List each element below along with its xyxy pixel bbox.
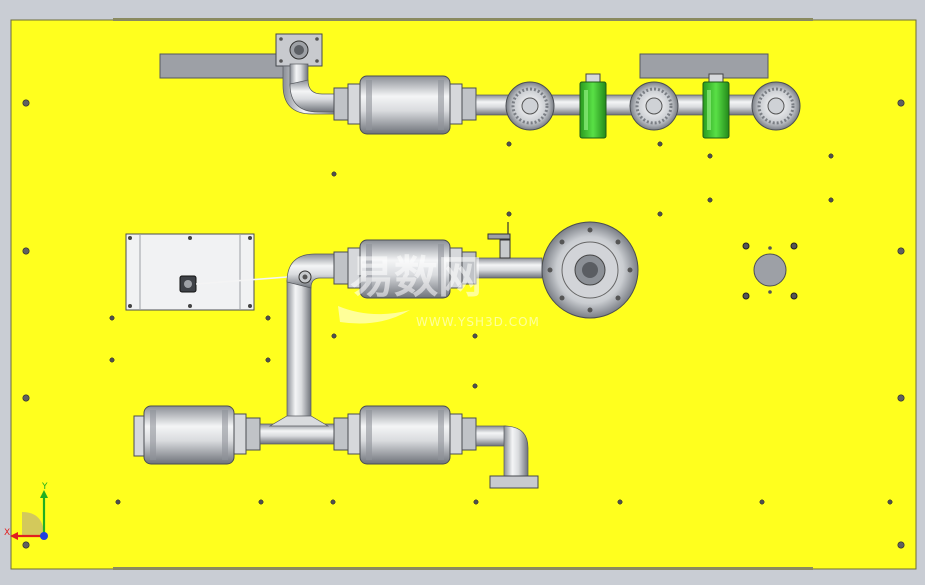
top-pipe-assembly[interactable] bbox=[275, 33, 801, 139]
tee-fitting bbox=[268, 415, 330, 427]
screw-holes bbox=[109, 141, 893, 505]
watermark-url: WWW.YSH3D.COM bbox=[416, 315, 540, 329]
electrical-junction-box[interactable] bbox=[125, 233, 255, 311]
bottom-pipe-assembly[interactable] bbox=[133, 405, 539, 489]
cable-port bbox=[742, 242, 798, 300]
axis-x-label: X bbox=[4, 528, 10, 538]
top-mounting-rails bbox=[159, 53, 769, 79]
filter-disk-1 bbox=[505, 81, 555, 131]
coordinate-triad: Y X bbox=[4, 482, 48, 540]
watermark: 易数网 WWW.YSH3D.COM bbox=[338, 252, 540, 329]
signal-cable bbox=[195, 275, 301, 285]
axis-y-label: Y bbox=[41, 482, 48, 492]
outlet-flange bbox=[541, 221, 639, 319]
inlet-flange bbox=[275, 33, 323, 67]
watermark-brand: 易数网 bbox=[350, 252, 482, 303]
filter-disk-2 bbox=[629, 81, 679, 131]
vent-valve[interactable] bbox=[487, 222, 511, 259]
bottom-right-ball-valve[interactable] bbox=[359, 405, 451, 465]
bottom-left-ball-valve[interactable] bbox=[143, 405, 235, 465]
filter-disk-3 bbox=[751, 81, 801, 131]
plate-mounting-holes bbox=[22, 99, 905, 549]
green-solenoid-valve-1[interactable] bbox=[579, 73, 607, 139]
bottom-outlet-flange bbox=[489, 475, 539, 489]
green-solenoid-valve-2[interactable] bbox=[702, 73, 730, 139]
middle-pipe-assembly[interactable] bbox=[286, 221, 639, 421]
top-ball-valve[interactable] bbox=[359, 75, 451, 135]
